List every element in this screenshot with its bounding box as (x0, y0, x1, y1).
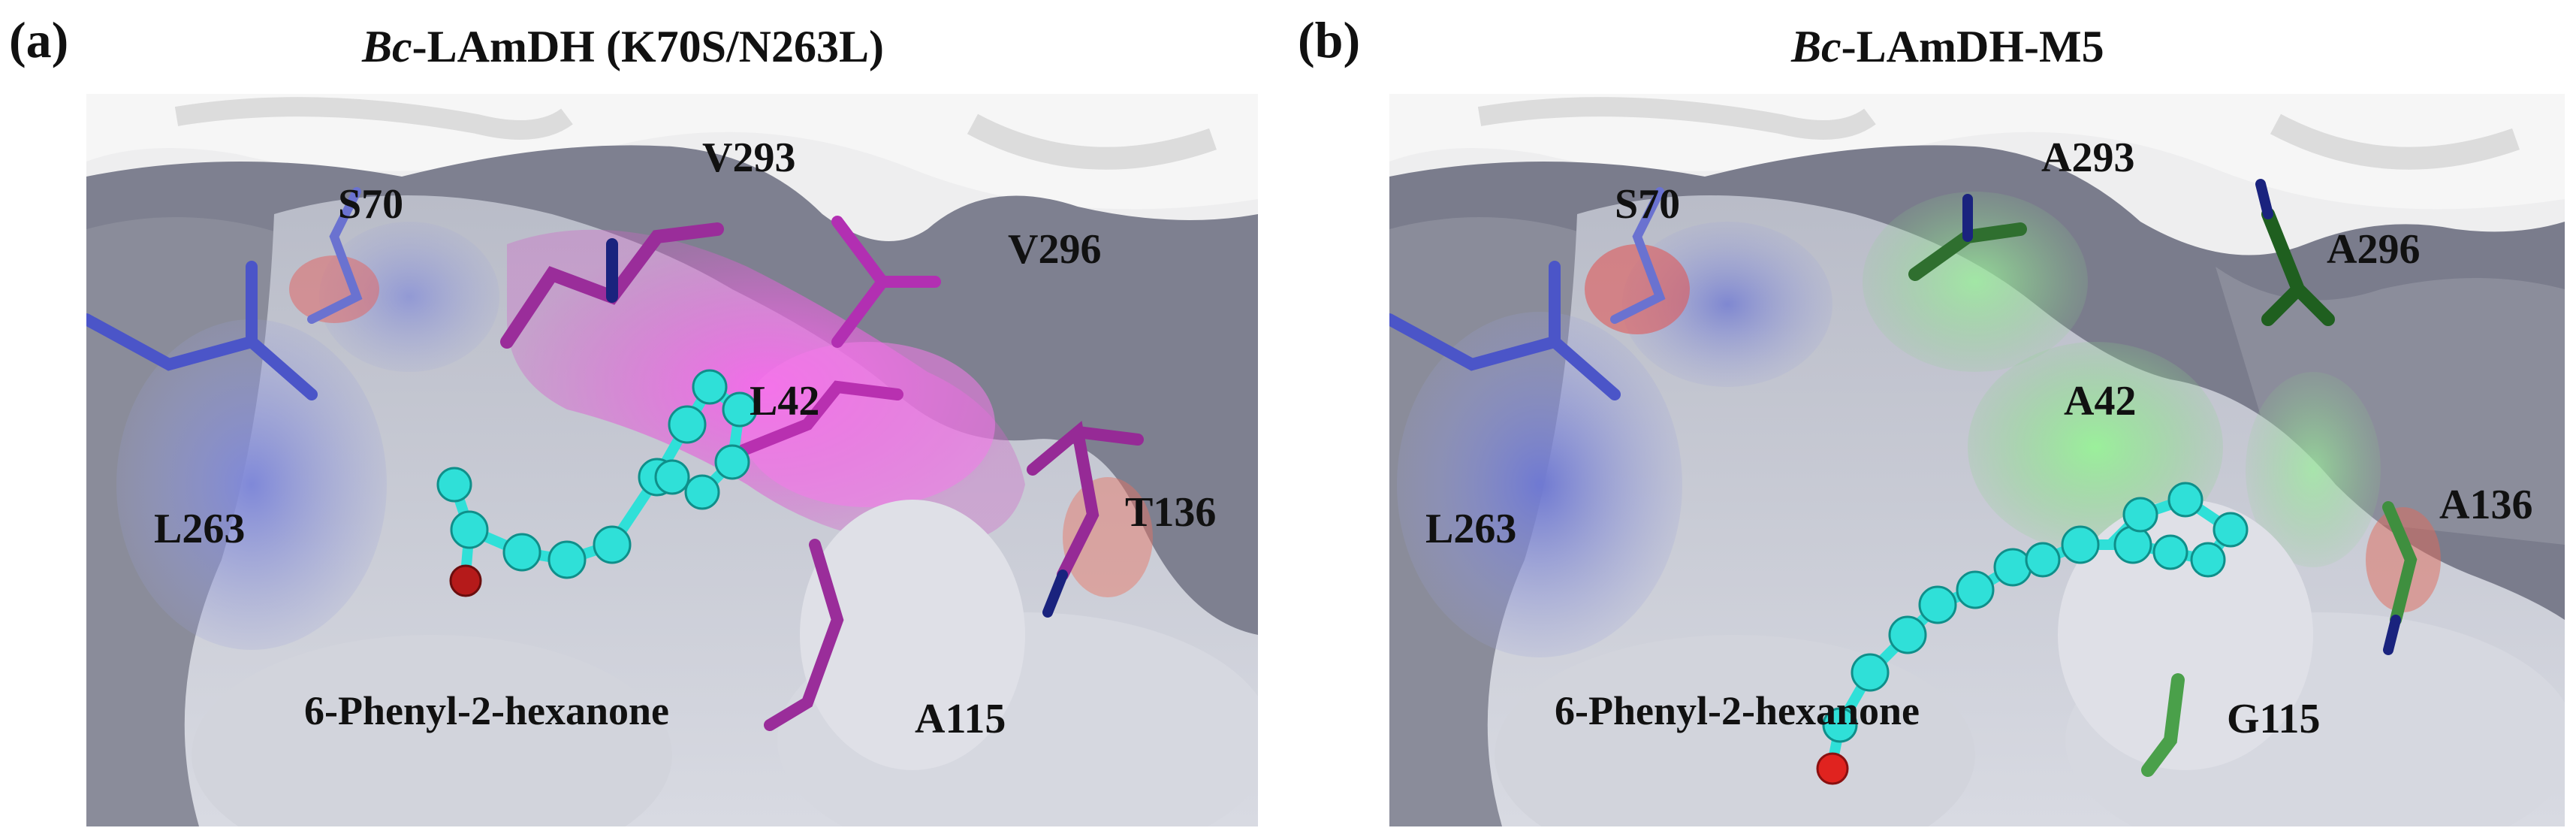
panel-b-title: Bc-LAmDH-M5 (1791, 21, 2104, 73)
panel-b-residue-a296: A296 (2327, 226, 2421, 273)
panel-b-residue-a293: A293 (2041, 134, 2135, 181)
panel-b-residue-g115: G115 (2227, 696, 2321, 742)
panel-a-image (86, 94, 1258, 826)
panel-b-residue-a42: A42 (2064, 378, 2137, 425)
panel-b-image (1389, 94, 2565, 826)
panel-a-residue-t136: T136 (1125, 489, 1217, 536)
panel-b-letter: (b) (1298, 11, 1361, 68)
panel-b-residue-a136: A136 (2439, 482, 2533, 528)
panel-a-title: Bc-LAmDH (K70S/N263L) (362, 21, 884, 73)
panel-b-title-rest: -LAmDH-M5 (1841, 22, 2104, 71)
panel-b-ligand-label: 6-Phenyl-2-hexanone (1555, 688, 1920, 733)
panel-a-ligand-label: 6-Phenyl-2-hexanone (304, 688, 669, 733)
panel-a-residue-v296: V296 (1008, 226, 1102, 273)
panel-a-letter: (a) (9, 11, 69, 68)
panel-a-residue-l42: L42 (750, 378, 820, 425)
panel-a-residue-l263: L263 (154, 506, 246, 552)
panel-b-residue-l263: L263 (1425, 506, 1517, 552)
panel-a-title-rest: -LAmDH (K70S/N263L) (412, 22, 884, 71)
panel-a-residue-v293: V293 (702, 134, 796, 181)
panel-a-title-italic: Bc (362, 22, 412, 71)
panel-b-residue-s70: S70 (1615, 181, 1681, 228)
panel-b-title-italic: Bc (1791, 22, 1842, 71)
panel-a-residue-a115: A115 (915, 696, 1006, 742)
panel-a-residue-s70: S70 (338, 181, 404, 228)
